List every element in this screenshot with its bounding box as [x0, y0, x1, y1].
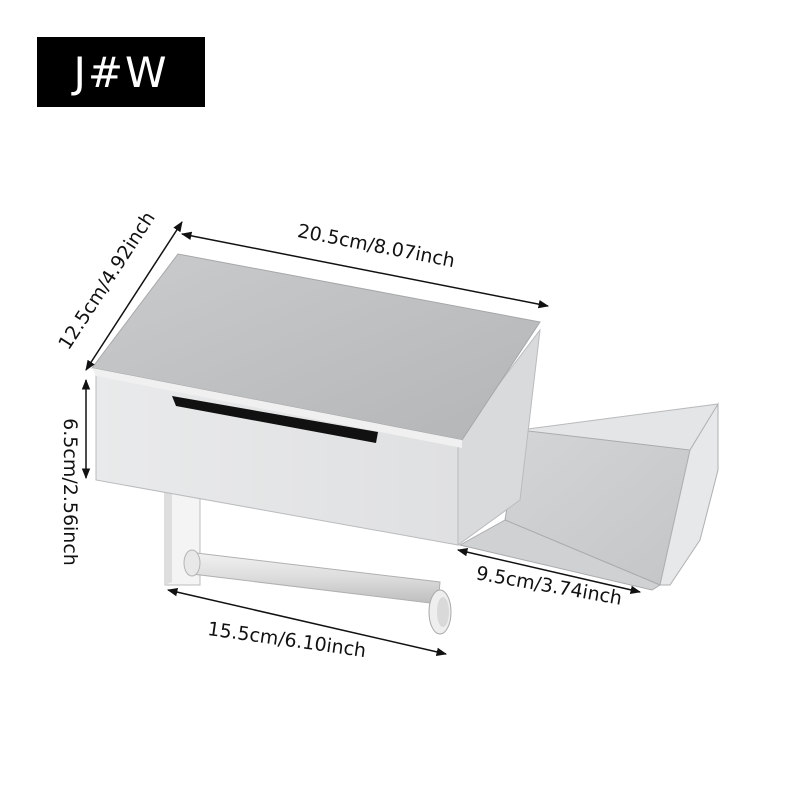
- tissue-box: [91, 253, 541, 546]
- brand-badge: J#W: [37, 37, 205, 107]
- dimension-height: 6.5cm/2.56inch: [59, 378, 91, 566]
- dimension-width-label: 20.5cm/8.07inch: [296, 220, 457, 272]
- dimension-height-label: 6.5cm/2.56inch: [59, 418, 81, 566]
- dimension-rod-label: 15.5cm/6.10inch: [206, 618, 367, 662]
- dispense-slot: [172, 396, 378, 443]
- dimension-rod: 15.5cm/6.10inch: [166, 588, 448, 662]
- brand-label: J#W: [73, 47, 169, 97]
